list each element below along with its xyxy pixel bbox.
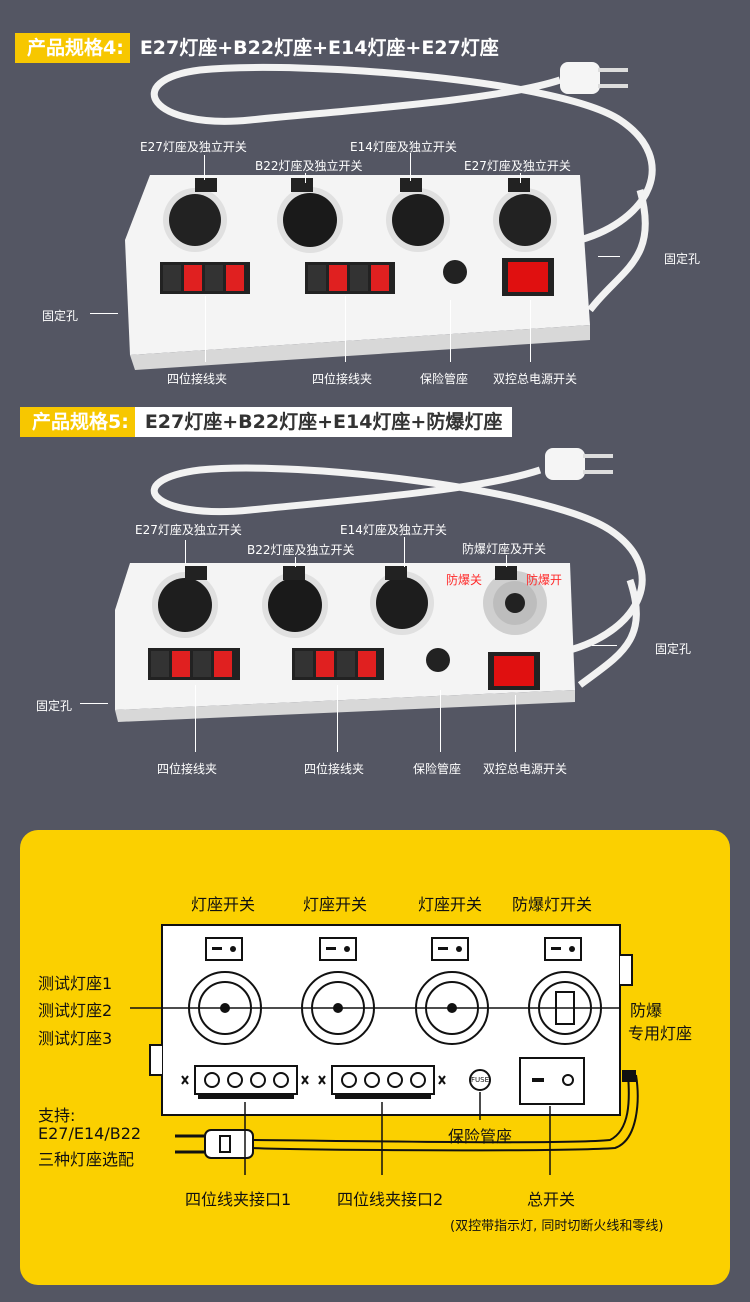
support-line-2: E27/E14/B22 [38,1124,142,1143]
spec5-title-bar: 产品规格5: E27灯座+B22灯座+E14灯座+防爆灯座 [20,407,513,437]
spec5-label-terminal1: 四位接线夹 [157,762,218,776]
fuse-holder-label: 保险管座 [448,1127,513,1146]
spec5-label-fix-right: 固定孔 [655,642,692,656]
spec5-label-power: 双控总电源开关 [483,762,568,776]
spec4-tag: 产品规格4: [15,33,130,63]
main-switch-note: (双控带指示灯, 同时切断火线和零线) [450,1219,664,1234]
spec4-label-fuse: 保险管座 [420,372,469,386]
spec5-label-b22: B22灯座及独立开关 [247,543,355,557]
spec5-title: E27灯座+B22灯座+E14灯座+防爆灯座 [134,407,513,437]
diagram-switch-label-4: 防爆灯开关 [512,895,593,914]
spec4-label-terminal1: 四位接线夹 [167,372,228,386]
spec4-label-fix-left: 固定孔 [42,309,79,323]
test-socket-1-label: 测试灯座1 [38,974,113,993]
support-line-3: 三种灯座选配 [38,1150,135,1169]
spec5-label-terminal2: 四位接线夹 [304,762,365,776]
test-socket-3-label: 测试灯座3 [38,1029,113,1048]
terminal-1-label: 四位线夹接口1 [185,1190,292,1209]
explosion-socket-label-2: 专用灯座 [628,1024,693,1043]
spec4-label-fix-right: 固定孔 [664,252,701,266]
diagram-switch-label-3: 灯座开关 [418,895,483,914]
spec4-label-e27-left: E27灯座及独立开关 [140,140,247,154]
diagram-switch-label-1: 灯座开关 [191,895,256,914]
spec4-title: E27灯座+B22灯座+E14灯座+E27灯座 [129,33,509,63]
spec4-label-power: 双控总电源开关 [493,372,578,386]
spec4-label-terminal2: 四位接线夹 [312,372,373,386]
spec4-product-image [125,62,656,370]
fuse-text: FUSE [471,1076,490,1084]
spec4-label-e27-right: E27灯座及独立开关 [464,159,571,173]
spec5-label-explosion: 防爆灯座及开关 [462,542,547,556]
wiring-diagram [130,924,639,1175]
spec5-label-explosion-on: 防爆开 [526,573,563,587]
diagram-switch-label-2: 灯座开关 [303,895,368,914]
spec4-title-bar: 产品规格4: E27灯座+B22灯座+E14灯座+E27灯座 [15,33,509,63]
spec5-tag: 产品规格5: [20,407,135,437]
spec4-label-e14: E14灯座及独立开关 [350,140,457,154]
support-line-1: 支持: [38,1106,76,1125]
spec5-label-fuse: 保险管座 [413,762,462,776]
spec5-label-e14: E14灯座及独立开关 [340,523,447,537]
spec5-label-fix-left: 固定孔 [36,699,73,713]
terminal-2-label: 四位线夹接口2 [337,1190,444,1209]
test-socket-2-label: 测试灯座2 [38,1001,113,1020]
spec5-product-image [115,448,646,722]
spec5-label-e27: E27灯座及独立开关 [135,523,242,537]
main-switch-label: 总开关 [527,1190,576,1209]
spec5-label-explosion-off: 防爆关 [446,573,483,587]
explosion-socket-label-1: 防爆 [630,1001,663,1020]
spec4-label-b22: B22灯座及独立开关 [255,159,363,173]
